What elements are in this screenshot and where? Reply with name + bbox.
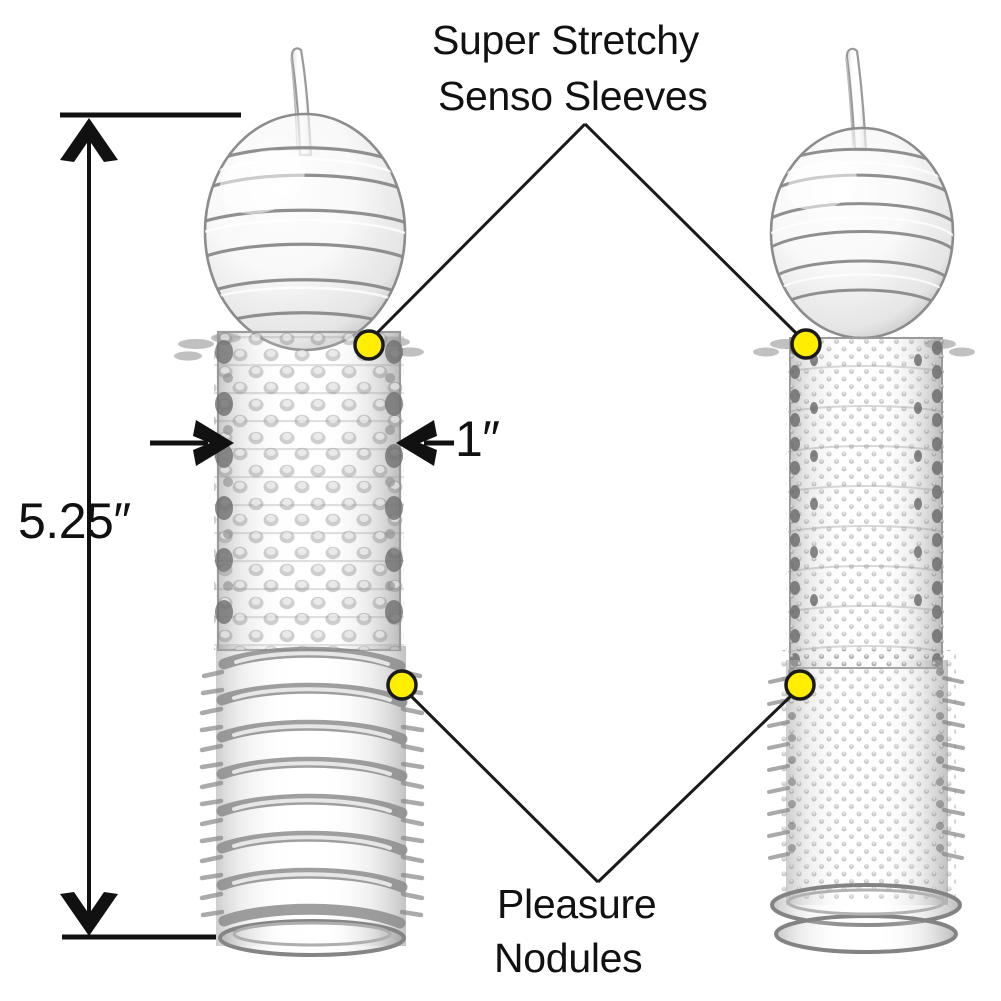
callout-dot-top-right[interactable] <box>790 328 822 360</box>
callout-dot-bottom-right[interactable] <box>784 669 816 701</box>
dimension-width-arrow-right <box>193 420 234 466</box>
callout-dots <box>353 328 822 701</box>
sleeve-left-coiled-base <box>199 646 425 957</box>
sleeve-right-nub-shaft <box>786 336 946 669</box>
product-sleeve-left <box>174 47 425 957</box>
sleeve-right-base-ring <box>770 883 962 954</box>
callout-label-nodules-line2: Nodules <box>494 935 643 981</box>
sleeve-right-nodule-base <box>767 650 965 954</box>
product-sleeve-right <box>753 47 975 954</box>
callout-dot-bottom-left[interactable] <box>386 669 418 701</box>
dimension-height-arrow-down <box>60 892 118 936</box>
leader-line-bottom-right <box>596 692 795 884</box>
callout-dot-top-left[interactable] <box>353 329 385 361</box>
leader-line-top-left <box>372 122 587 338</box>
dimension-height <box>60 112 241 940</box>
dimension-width-arrow-left <box>396 420 437 466</box>
leader-line-bottom-left <box>407 692 600 884</box>
leader-lines-top <box>372 122 801 338</box>
callout-label-sleeves-line2: Senso Sleeves <box>438 73 708 119</box>
dimension-height-arrow-up <box>60 118 118 162</box>
callout-label-nodules-line1: Pleasure <box>497 881 657 927</box>
leader-lines-bottom <box>407 692 795 884</box>
dimension-width <box>150 420 454 466</box>
leader-line-top-right <box>583 122 801 338</box>
sleeve-left-nodule-shaft <box>214 330 404 652</box>
dimension-height-label: 5.25″ <box>18 493 131 549</box>
dimension-width-label: 1″ <box>455 411 500 467</box>
callout-label-sleeves-line1: Super Stretchy <box>432 17 699 63</box>
